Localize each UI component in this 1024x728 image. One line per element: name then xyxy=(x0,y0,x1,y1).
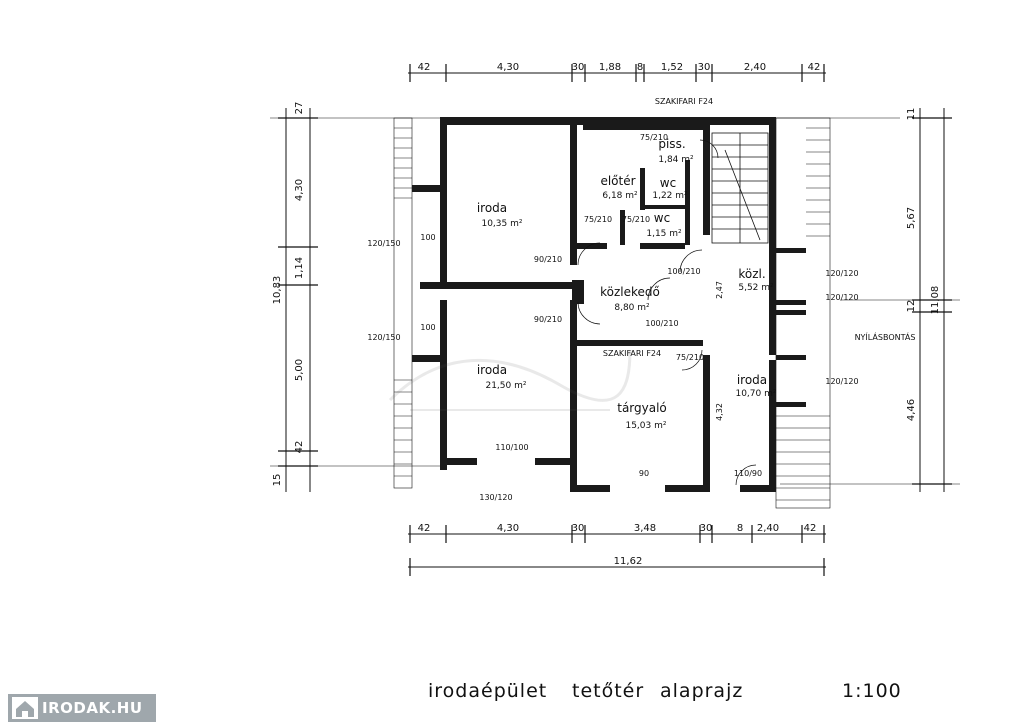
left-dim-5: 42 xyxy=(294,441,305,454)
left-dim-4: 5,00 xyxy=(294,359,305,381)
bottom-dim-6: 8 xyxy=(737,523,743,534)
title-word-attic: tetőtér xyxy=(572,680,645,702)
room-area-office-2: 21,50 m² xyxy=(485,381,526,391)
top-dim-1: 42 xyxy=(418,62,431,73)
top-dim-5: 8 xyxy=(637,62,643,73)
opening-label: 120/150 xyxy=(367,239,400,248)
bottom-dim-7: 2,40 xyxy=(757,523,779,534)
top-dim-7: 30 xyxy=(698,62,711,73)
room-area-urinal: 1,84 m² xyxy=(658,155,694,165)
opening-note: NYÍLÁSBONTÁS xyxy=(855,331,916,342)
room-name-hall: közl. xyxy=(738,267,765,281)
bottom-dim-8: 42 xyxy=(804,523,817,534)
bottom-total-dim: 11,62 xyxy=(614,556,643,567)
room-name-wc-2: wc xyxy=(654,211,670,225)
room-name-corridor: közlekedő xyxy=(600,285,660,299)
opening-label: 90/210 xyxy=(534,315,562,324)
opening-label: 120/120 xyxy=(825,293,858,302)
opening-label: 75/210 xyxy=(676,353,704,362)
room-name-office-1: iroda xyxy=(477,201,507,215)
logo-text: IRODAK.HU xyxy=(42,699,143,717)
bottom-dim-3: 30 xyxy=(572,523,585,534)
opening-label: 75/210 xyxy=(640,133,668,142)
opening-label: 120/120 xyxy=(825,377,858,386)
bottom-dim-4: 3,48 xyxy=(634,523,656,534)
left-dim-3: 1,14 xyxy=(294,257,305,279)
bottom-dim-1: 42 xyxy=(418,523,431,534)
room-name-lobby: előtér xyxy=(600,174,635,188)
roof-hatch-left xyxy=(393,117,413,489)
opening-label: 100 xyxy=(420,323,435,332)
top-dim-2: 4,30 xyxy=(497,62,519,73)
opening-label: 100/210 xyxy=(667,267,700,276)
title-word-building: irodaépület xyxy=(428,680,548,702)
room-name-office-3: iroda xyxy=(737,373,767,387)
title-word-plan: alaprajz xyxy=(660,680,744,702)
room-name-urinal: piss. xyxy=(658,137,685,151)
right-dim-4: 4,46 xyxy=(906,399,917,421)
top-dim-6: 1,52 xyxy=(661,62,683,73)
right-dim-3: 12 xyxy=(906,300,917,313)
opening-label: 110/90 xyxy=(734,469,762,478)
right-total-dim: 11,08 xyxy=(930,286,941,315)
opening-label: 100/210 xyxy=(645,319,678,328)
room-name-meeting: tárgyaló xyxy=(617,401,667,415)
bottom-ticks xyxy=(409,525,825,576)
top-dim-8: 2,40 xyxy=(744,62,766,73)
left-dim-1: 27 xyxy=(294,102,305,115)
top-ticks xyxy=(409,64,825,82)
top-dim-4: 1,88 xyxy=(599,62,621,73)
left-dim-2: 4,30 xyxy=(294,179,305,201)
opening-label: 110/100 xyxy=(495,443,528,452)
room-area-wc-1: 1,22 m² xyxy=(652,191,688,201)
opening-label: 75/210 xyxy=(622,215,650,224)
opening-label: 90/210 xyxy=(534,255,562,264)
bottom-dim-2: 4,30 xyxy=(497,523,519,534)
room-area-corridor: 8,80 m² xyxy=(614,303,650,313)
opening-label: 120/150 xyxy=(367,333,400,342)
top-dim-3: 30 xyxy=(572,62,585,73)
house-icon xyxy=(12,697,38,719)
left-total-dim: 10,83 xyxy=(272,276,283,305)
room-area-lobby: 6,18 m² xyxy=(602,191,638,201)
left-dim-6: 15 xyxy=(272,474,283,487)
opening-label: 2,47 xyxy=(715,281,724,299)
door-swings xyxy=(577,139,757,486)
drawing-scale: 1:100 xyxy=(842,680,902,702)
room-area-hall: 5,52 m² xyxy=(738,283,774,293)
right-dim-1: 11 xyxy=(906,108,917,121)
room-area-office-3: 10,70 m² xyxy=(735,389,776,399)
opening-label: 120/120 xyxy=(825,269,858,278)
room-area-office-1: 10,35 m² xyxy=(481,219,522,229)
staircase xyxy=(711,132,769,244)
room-area-wc-2: 1,15 m² xyxy=(646,229,682,239)
opening-label: 90 xyxy=(639,469,649,478)
bottom-dim-5: 30 xyxy=(700,523,713,534)
opening-label: 130/120 xyxy=(479,493,512,502)
drawing-title: irodaépület tetőtér alaprajz 1:100 xyxy=(0,680,1024,710)
opening-label: 75/210 xyxy=(584,215,612,224)
right-dim-2: 5,67 xyxy=(906,207,917,229)
room-name-office-2: iroda xyxy=(477,363,507,377)
top-dim-9: 42 xyxy=(808,62,821,73)
irodak-logo[interactable]: IRODAK.HU xyxy=(8,694,156,722)
opening-label: 100 xyxy=(420,233,435,242)
room-name-wc-1: wc xyxy=(660,176,676,190)
ridge-note-top: SZAKIFARI F24 xyxy=(655,97,713,106)
walls xyxy=(412,117,806,492)
room-area-meeting: 15,03 m² xyxy=(625,421,666,431)
ridge-note-mid: SZAKIFARI F24 xyxy=(603,349,661,358)
opening-label: 4,32 xyxy=(715,403,724,421)
